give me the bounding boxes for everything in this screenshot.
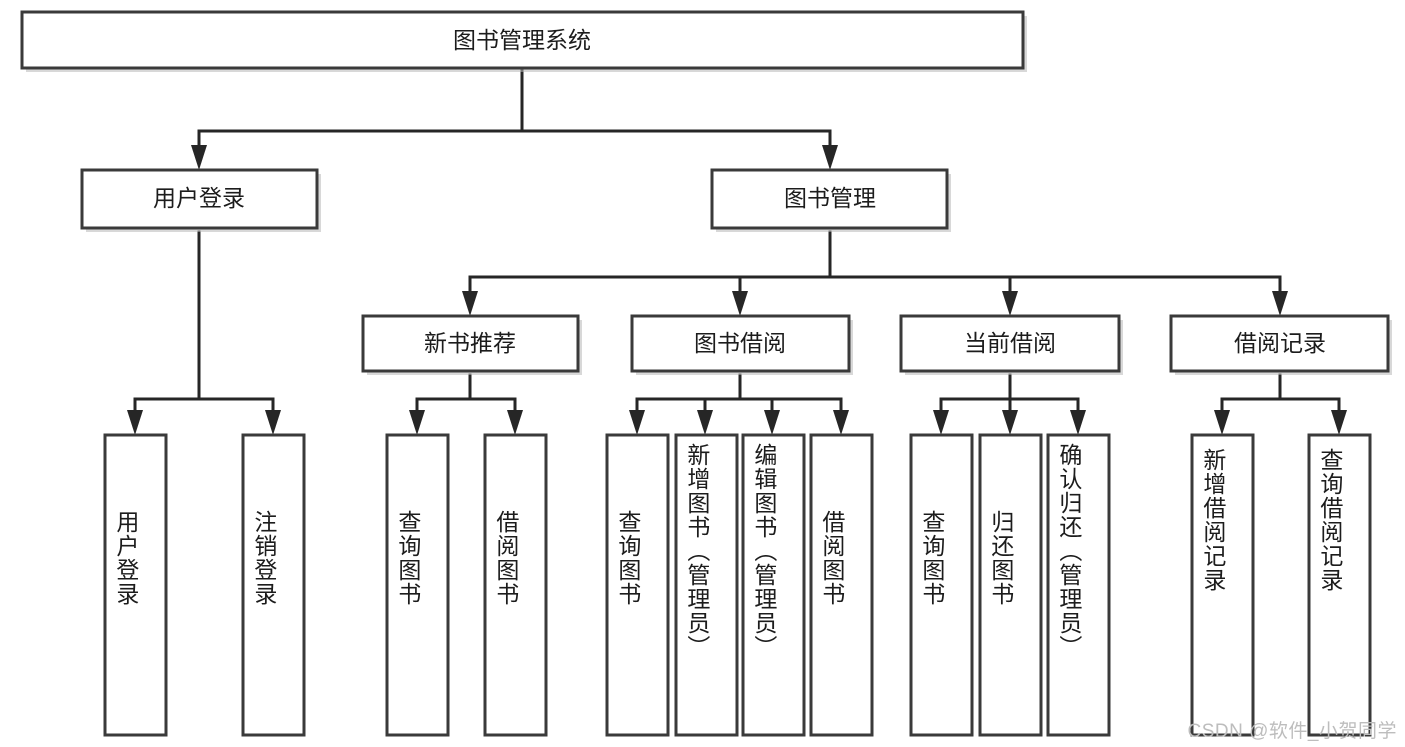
node-label-book-management: 图书管理 <box>784 185 876 211</box>
arrowhead-leaf-add-record <box>1214 410 1230 435</box>
arrowhead-userlogin <box>191 145 207 170</box>
node-box-leaf-edit-book[interactable] <box>741 433 806 737</box>
node-box-leaf-add-book[interactable] <box>674 433 739 737</box>
node-box-borrow-record[interactable] <box>1169 314 1390 373</box>
arrowhead-leaf-borrow-book-2 <box>833 410 849 435</box>
node-label-root: 图书管理系统 <box>453 27 591 53</box>
node-layer: 图书管理系统 用户登录 图书管理 新书推荐 图书借阅 当前借阅 借阅记录 <box>20 10 1392 737</box>
arrowhead-leaf-query-book-2 <box>629 410 645 435</box>
arrowhead-leaf-user-login <box>127 410 143 435</box>
node-box-leaf-confirm-return[interactable] <box>1046 433 1111 737</box>
arrowhead-leaf-query-book-1 <box>409 410 425 435</box>
arrowhead-leaf-add-book <box>697 410 713 435</box>
node-box-leaf-borrow-book-1[interactable] <box>483 433 548 737</box>
node-box-leaf-borrow-book-2[interactable] <box>809 433 874 737</box>
csdn-watermark: CSDN @软件_小贺同学 <box>1187 721 1397 742</box>
arrowhead-leaf-query-record <box>1331 410 1347 435</box>
node-box-book-management[interactable] <box>710 168 949 230</box>
node-box-book-borrow[interactable] <box>630 314 851 373</box>
arrowhead-leaf-confirm-return <box>1070 410 1086 435</box>
arrowhead-leaf-borrow-book-1 <box>507 410 523 435</box>
node-box-leaf-add-record[interactable] <box>1190 433 1255 737</box>
node-box-user-login[interactable] <box>80 168 319 230</box>
arrowhead-newbook <box>462 291 478 316</box>
arrowhead-leaf-logout <box>265 410 281 435</box>
connector-layer <box>127 66 1347 435</box>
node-box-leaf-query-book-3[interactable] <box>909 433 974 737</box>
node-label-user-login: 用户登录 <box>153 185 245 211</box>
node-box-leaf-query-book-1[interactable] <box>385 433 450 737</box>
arrowhead-bookmgmt <box>822 145 838 170</box>
node-box-leaf-return-book[interactable] <box>978 433 1043 737</box>
node-label-current-borrow: 当前借阅 <box>964 330 1056 356</box>
node-box-leaf-logout[interactable] <box>241 433 306 737</box>
arrowhead-leaf-query-book-3 <box>933 410 949 435</box>
node-box-leaf-user-login[interactable] <box>103 433 168 737</box>
arrowhead-leaf-return-book <box>1002 410 1018 435</box>
arrowhead-borrowrecord <box>1272 291 1288 316</box>
node-label-new-book-recommend: 新书推荐 <box>424 330 516 356</box>
arrowhead-leaf-edit-book <box>764 410 780 435</box>
arrowhead-currentborrow <box>1002 291 1018 316</box>
node-box-leaf-query-book-2[interactable] <box>605 433 670 737</box>
node-label-borrow-record: 借阅记录 <box>1234 330 1326 356</box>
node-box-new-book-recommend[interactable] <box>361 314 580 373</box>
node-box-leaf-query-record[interactable] <box>1307 433 1372 737</box>
node-label-book-borrow: 图书借阅 <box>694 330 786 356</box>
node-box-current-borrow[interactable] <box>899 314 1121 373</box>
arrowhead-bookborrow <box>732 291 748 316</box>
node-box-root[interactable] <box>20 10 1025 70</box>
